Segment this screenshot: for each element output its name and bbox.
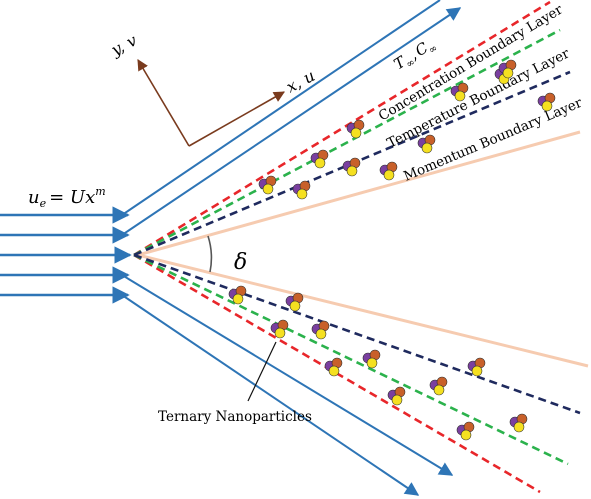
nanoparticle: [274, 327, 286, 339]
nanoparticle: [421, 142, 433, 154]
nanoparticle-cluster: [342, 157, 361, 177]
nanoparticle: [232, 293, 244, 305]
wedge-angle-arc: [207, 235, 213, 273]
nanoparticle-cluster: [270, 319, 289, 339]
momentum-edge-lower: [133, 253, 581, 415]
nanoparticle-pointer: [247, 341, 277, 402]
temperature-edge-lower: [133, 253, 569, 466]
nanoparticle: [262, 183, 274, 195]
nanoparticle: [433, 384, 445, 396]
nanoparticle: [513, 421, 525, 433]
nanoparticle-cluster: [310, 149, 329, 169]
nanoparticle-cluster: [429, 376, 448, 396]
nanoparticle-cluster: [285, 292, 304, 312]
nanoparticle-cluster: [346, 119, 365, 139]
nanoparticle-cluster: [387, 386, 406, 406]
nanoparticle-cluster: [450, 82, 469, 102]
streamline-upper-inner: [0, 0, 441, 216]
nanoparticle: [346, 165, 358, 177]
concentration-edge-upper: [133, 0, 551, 257]
wedge-angle-label: δ: [234, 250, 247, 275]
x-axis-label: x, u: [283, 66, 318, 97]
streamline-upper-outer: [0, 7, 462, 236]
nanoparticle-cluster: [258, 175, 277, 195]
nanoparticle-cluster: [456, 421, 475, 441]
nanoparticle: [391, 394, 403, 406]
inflow-velocity-label: ue= Uxm: [28, 185, 106, 210]
nanoparticle: [289, 300, 301, 312]
streamline-lower-outer: [0, 294, 420, 496]
temperature-edge-upper: [133, 28, 561, 257]
nanoparticle-cluster: [509, 413, 528, 433]
nanoparticle: [541, 100, 553, 112]
nanoparticle: [296, 188, 308, 200]
streamline-lower-inner: [0, 274, 454, 476]
ambient-conditions-label: T∞,C∞: [391, 34, 440, 76]
nanoparticle: [383, 169, 395, 181]
nanoparticle-cluster: [537, 92, 556, 112]
nanoparticle: [502, 67, 514, 79]
wedge-surface-upper: [137, 130, 581, 257]
nanoparticle-cluster: [498, 59, 517, 79]
nanoparticle: [314, 157, 326, 169]
nanoparticle: [471, 365, 483, 377]
nanoparticle: [328, 365, 340, 377]
nanoparticle-cluster: [417, 134, 436, 154]
nanoparticle: [350, 127, 362, 139]
nanoparticle-cluster: [228, 285, 247, 305]
nanoparticle-cluster: [311, 320, 330, 340]
wedge-surface-lower: [137, 253, 589, 368]
nanoparticle: [315, 328, 327, 340]
nanoparticle-cluster: [362, 349, 381, 369]
nanoparticle-cluster: [292, 180, 311, 200]
nanoparticle: [366, 357, 378, 369]
nanoparticle-cluster: [379, 161, 398, 181]
y-axis-label: y, v: [107, 30, 140, 60]
nanoparticles-label: Ternary Nanoparticles: [158, 409, 312, 425]
y-axis-arrow: [137, 59, 190, 147]
nanoparticle-cluster: [324, 357, 343, 377]
nanoparticle: [454, 90, 466, 102]
coordinate-axes: [137, 59, 285, 147]
nanoparticle-cluster: [467, 357, 486, 377]
inflow-arrows: [0, 206, 132, 304]
streamlines: [0, 0, 462, 496]
nanoparticle: [460, 429, 472, 441]
x-axis-arrow: [188, 91, 285, 147]
nanoparticle-clusters: [228, 59, 556, 441]
